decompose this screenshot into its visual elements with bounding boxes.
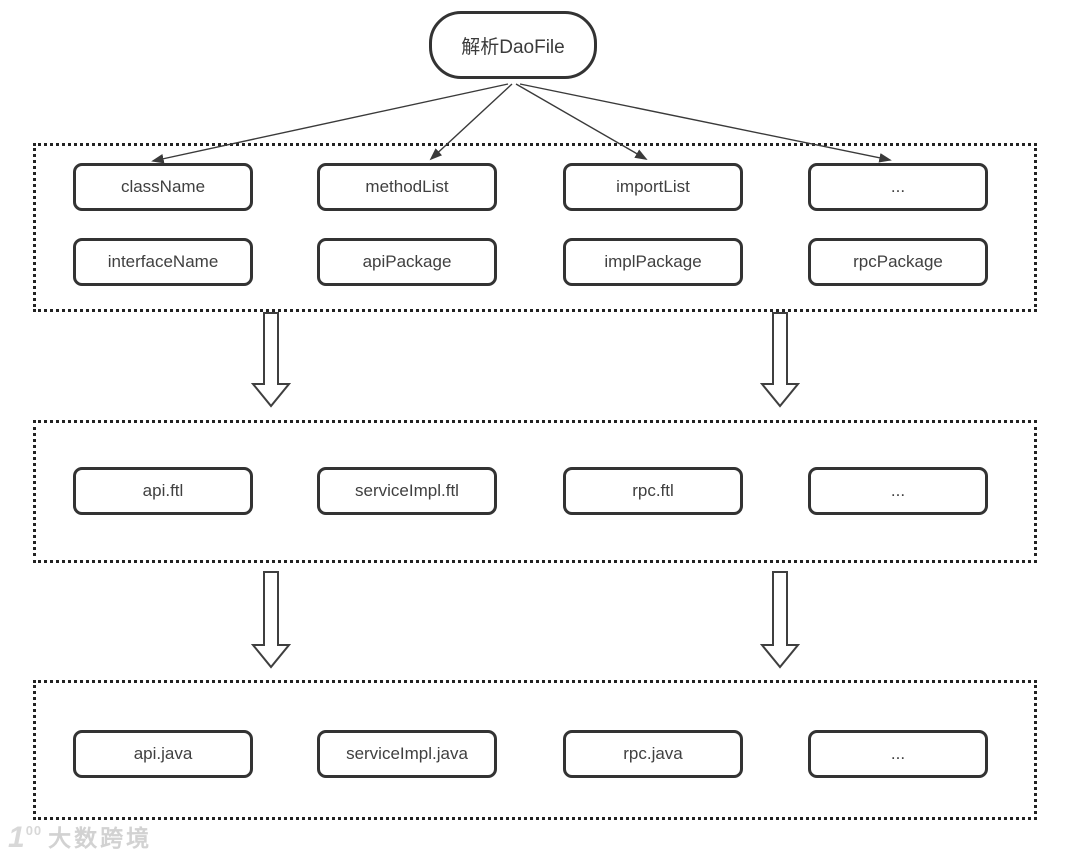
node-rpcpackage: rpcPackage (808, 238, 988, 286)
watermark-logo-icon: 1 (8, 821, 25, 854)
block-arrow-down-1-right (759, 312, 801, 408)
node-classname: className (73, 163, 253, 211)
node-api-ftl: api.ftl (73, 467, 253, 515)
node-methodlist: methodList (317, 163, 497, 211)
node-ellipsis-2: ... (808, 467, 988, 515)
node-parse-daofile: 解析DaoFile (429, 11, 597, 79)
block-arrow-down-2-right (759, 571, 801, 669)
node-apipackage: apiPackage (317, 238, 497, 286)
node-interfacename: interfaceName (73, 238, 253, 286)
node-rpc-ftl: rpc.ftl (563, 467, 743, 515)
container-level-1: className methodList importList ... inte… (33, 143, 1037, 312)
node-ellipsis-1: ... (808, 163, 988, 211)
watermark-logo-sup: 00 (25, 823, 43, 838)
node-ellipsis-3: ... (808, 730, 988, 778)
node-serviceimpl-java: serviceImpl.java (317, 730, 497, 778)
watermark: 1 00 大数跨境 (8, 822, 152, 854)
node-importlist: importList (563, 163, 743, 211)
block-arrow-down-1-left (250, 312, 292, 408)
node-serviceimpl-ftl: serviceImpl.ftl (317, 467, 497, 515)
block-arrow-down-2-left (250, 571, 292, 669)
watermark-text: 大数跨境 (48, 825, 153, 851)
node-rpc-java: rpc.java (563, 730, 743, 778)
container-level-3: api.java serviceImpl.java rpc.java ... (33, 680, 1037, 820)
node-api-java: api.java (73, 730, 253, 778)
container-level-2: api.ftl serviceImpl.ftl rpc.ftl ... (33, 420, 1037, 563)
node-implpackage: implPackage (563, 238, 743, 286)
